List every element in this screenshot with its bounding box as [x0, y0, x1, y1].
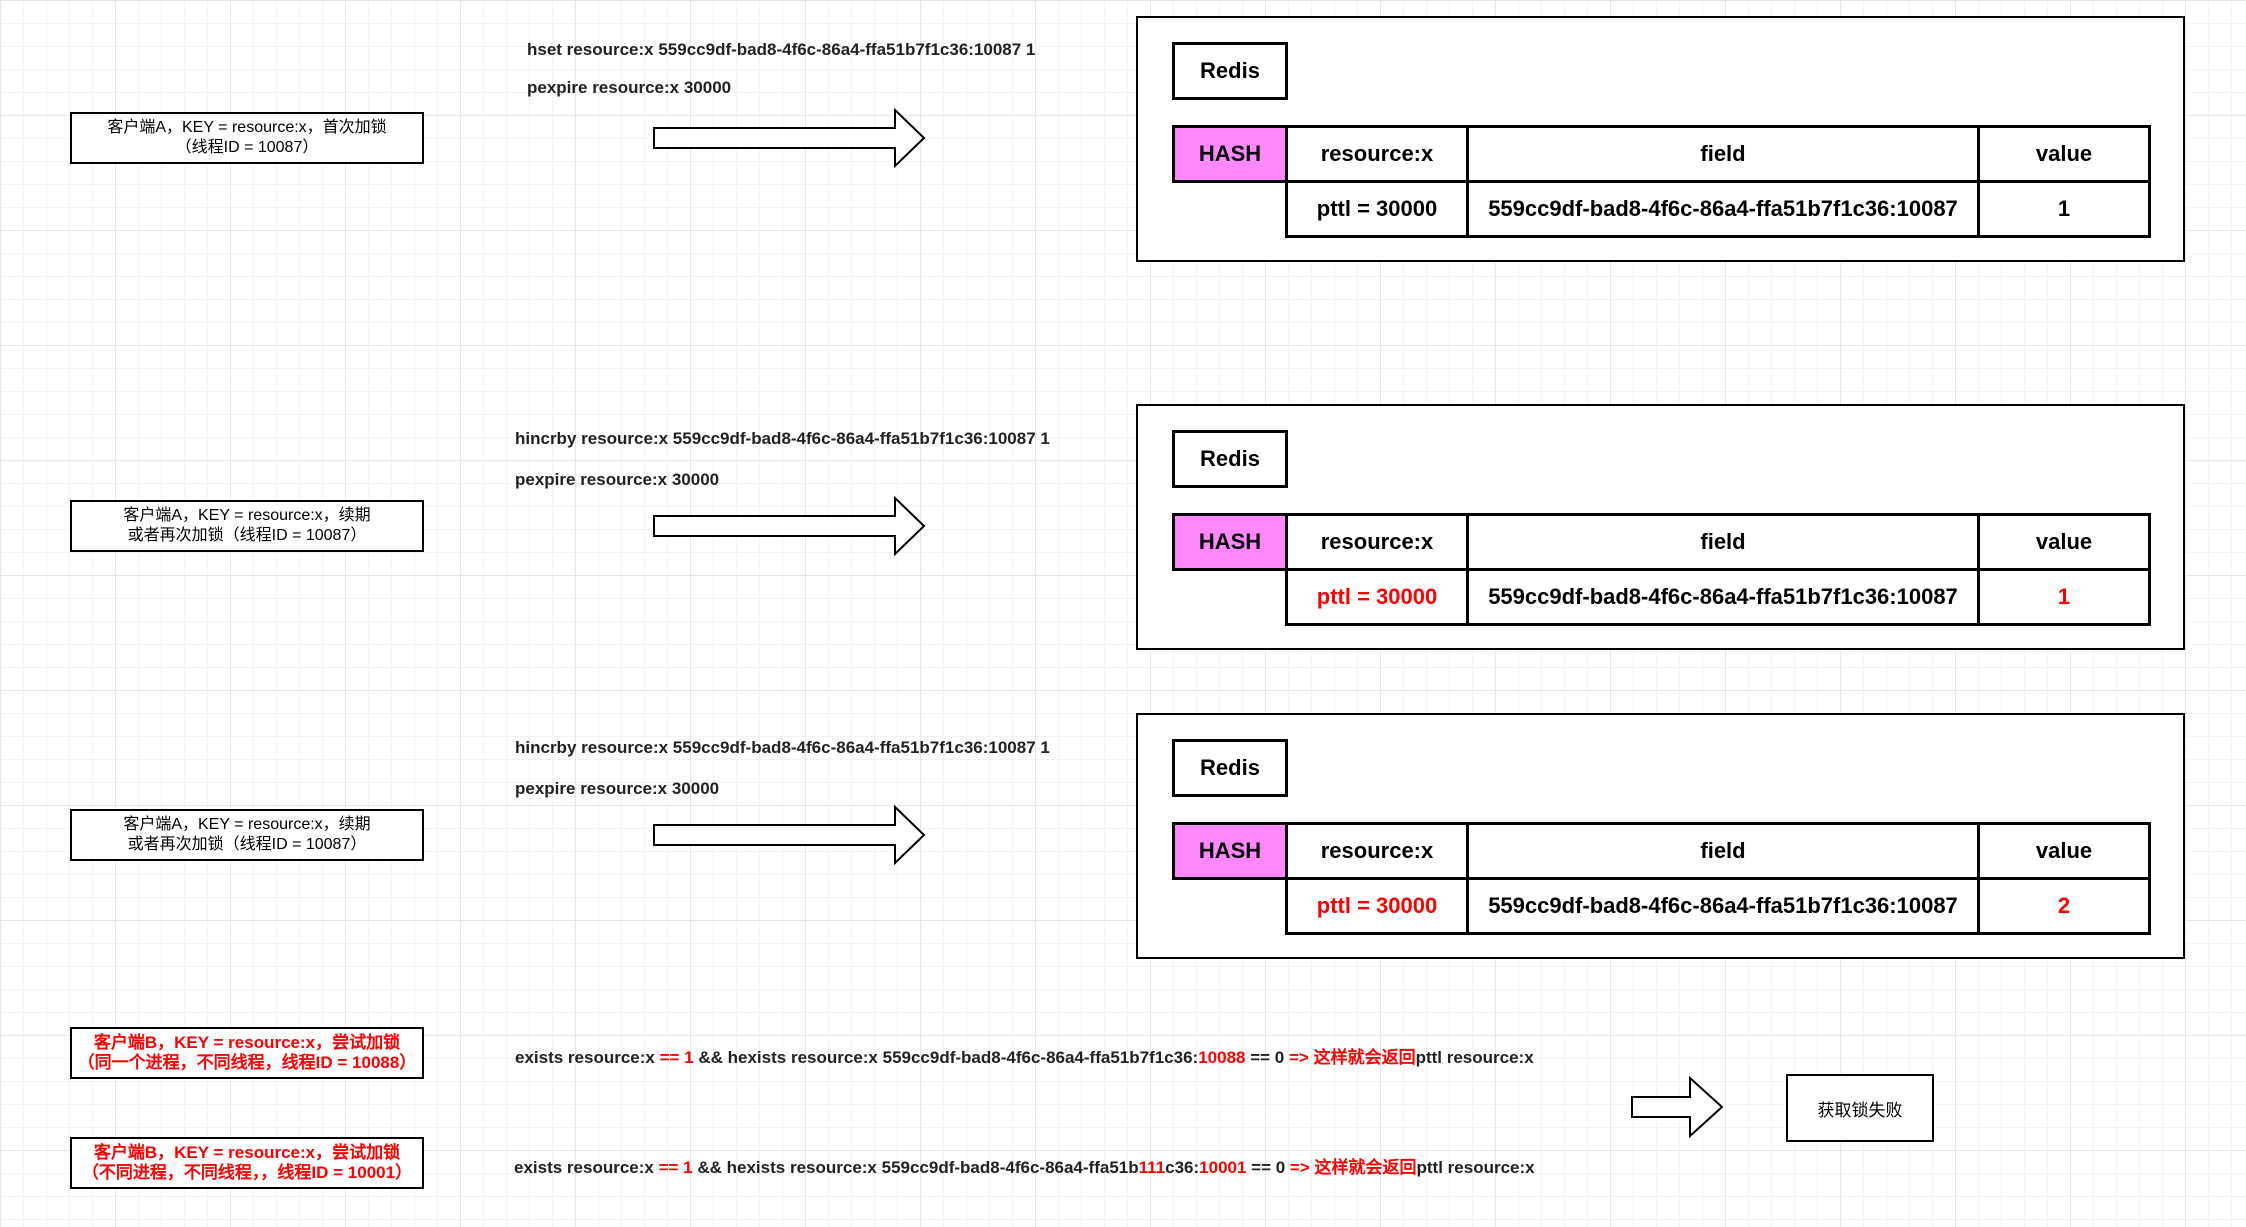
client-box-line: （不同进程，不同线程，，线程ID = 10001）: [81, 1163, 413, 1182]
field-header-cell: field: [1466, 822, 1980, 880]
check-text: c36:: [1165, 1158, 1200, 1177]
field-header-cell: field: [1466, 513, 1980, 571]
field-value-cell: 559cc9df-bad8-4f6c-86a4-ffa51b7f1c36:100…: [1466, 180, 1980, 238]
check-highlight: 10001: [1199, 1158, 1247, 1177]
hash-key-cell: resource:x: [1285, 822, 1469, 880]
client-box-line: 客户端B，KEY = resource:x，尝试加锁: [93, 1143, 401, 1162]
client-b-same-process-box: 客户端B，KEY = resource:x，尝试加锁 （同一个进程，不同线程，线…: [70, 1027, 424, 1079]
check-text: exists resource:x: [515, 1048, 660, 1067]
check-text: == 0: [1246, 1158, 1286, 1177]
redis-panel: Redis HASH resource:x field value pttl =…: [1136, 404, 2185, 650]
pttl-cell: pttl = 30000: [1285, 568, 1469, 626]
check-highlight: == 1: [659, 1048, 694, 1067]
redis-label: Redis: [1172, 42, 1288, 100]
client-box-line: （同一个进程，不同线程，线程ID = 10088）: [77, 1053, 417, 1072]
right-arrow-icon: [653, 496, 926, 556]
client-b-other-process-box: 客户端B，KEY = resource:x，尝试加锁 （不同进程，不同线程，，线…: [70, 1137, 424, 1189]
command-line: hincrby resource:x 559cc9df-bad8-4f6c-86…: [515, 429, 1050, 448]
check-highlight: 111: [1138, 1158, 1166, 1177]
client-box-line: 客户端B，KEY = resource:x，尝试加锁: [93, 1033, 401, 1052]
check-text: pttl resource:x: [1416, 1158, 1535, 1177]
right-arrow-icon: [653, 108, 926, 168]
command-line: hset resource:x 559cc9df-bad8-4f6c-86a4-…: [527, 40, 1036, 59]
client-box-line: 或者再次加锁（线程ID = 10087）: [127, 527, 367, 544]
exists-check-line: exists resource:x == 1 && hexists resour…: [514, 1153, 1535, 1178]
check-highlight: => 这样就会返回: [1284, 1048, 1416, 1067]
check-highlight: => 这样就会返回: [1285, 1158, 1417, 1177]
check-text: exists resource:x: [514, 1158, 659, 1177]
client-a-relock-box: 客户端A，KEY = resource:x，续期 或者再次加锁（线程ID = 1…: [70, 809, 424, 861]
client-box-line: 客户端A，KEY = resource:x，续期: [123, 816, 371, 833]
command-line: hincrby resource:x 559cc9df-bad8-4f6c-86…: [515, 738, 1050, 757]
value-header-cell: value: [1977, 513, 2151, 571]
value-header-cell: value: [1977, 822, 2151, 880]
hash-key-cell: resource:x: [1285, 125, 1469, 183]
check-text: && hexists resource:x 559cc9df-bad8-4f6c…: [692, 1158, 1139, 1177]
hash-value-cell: 1: [1977, 568, 2151, 626]
check-text: == 0: [1245, 1048, 1285, 1067]
command-line: pexpire resource:x 30000: [515, 470, 720, 489]
hash-label: HASH: [1172, 822, 1288, 880]
right-arrow-icon: [1631, 1076, 1724, 1138]
lock-failed-box: 获取锁失败: [1786, 1074, 1934, 1142]
field-value-cell: 559cc9df-bad8-4f6c-86a4-ffa51b7f1c36:100…: [1466, 877, 1980, 935]
hash-label: HASH: [1172, 513, 1288, 571]
check-highlight: == 1: [658, 1158, 693, 1177]
exists-check-line: exists resource:x == 1 && hexists resour…: [515, 1043, 1534, 1068]
redis-panel: Redis HASH resource:x field value pttl =…: [1136, 713, 2185, 959]
client-box-line: （线程ID = 10087）: [175, 139, 319, 156]
client-box-line: 客户端A，KEY = resource:x，续期: [123, 507, 371, 524]
redis-label: Redis: [1172, 739, 1288, 797]
client-box-line: 客户端A，KEY = resource:x，首次加锁: [107, 119, 387, 136]
redis-label: Redis: [1172, 430, 1288, 488]
client-a-first-lock-box: 客户端A，KEY = resource:x，首次加锁 （线程ID = 10087…: [70, 112, 424, 164]
check-text: pttl resource:x: [1415, 1048, 1534, 1067]
check-highlight: 10088: [1198, 1048, 1246, 1067]
pttl-cell: pttl = 30000: [1285, 877, 1469, 935]
command-line: pexpire resource:x 30000: [527, 78, 732, 97]
hash-label: HASH: [1172, 125, 1288, 183]
field-header-cell: field: [1466, 125, 1980, 183]
client-box-line: 或者再次加锁（线程ID = 10087）: [127, 836, 367, 853]
pttl-cell: pttl = 30000: [1285, 180, 1469, 238]
hash-value-cell: 2: [1977, 877, 2151, 935]
value-header-cell: value: [1977, 125, 2151, 183]
redis-panel: Redis HASH resource:x field value pttl =…: [1136, 16, 2185, 262]
field-value-cell: 559cc9df-bad8-4f6c-86a4-ffa51b7f1c36:100…: [1466, 568, 1980, 626]
hash-value-cell: 1: [1977, 180, 2151, 238]
check-text: && hexists resource:x 559cc9df-bad8-4f6c…: [693, 1048, 1199, 1067]
client-a-renew-box: 客户端A，KEY = resource:x，续期 或者再次加锁（线程ID = 1…: [70, 500, 424, 552]
command-line: pexpire resource:x 30000: [515, 779, 720, 798]
right-arrow-icon: [653, 805, 926, 865]
hash-key-cell: resource:x: [1285, 513, 1469, 571]
